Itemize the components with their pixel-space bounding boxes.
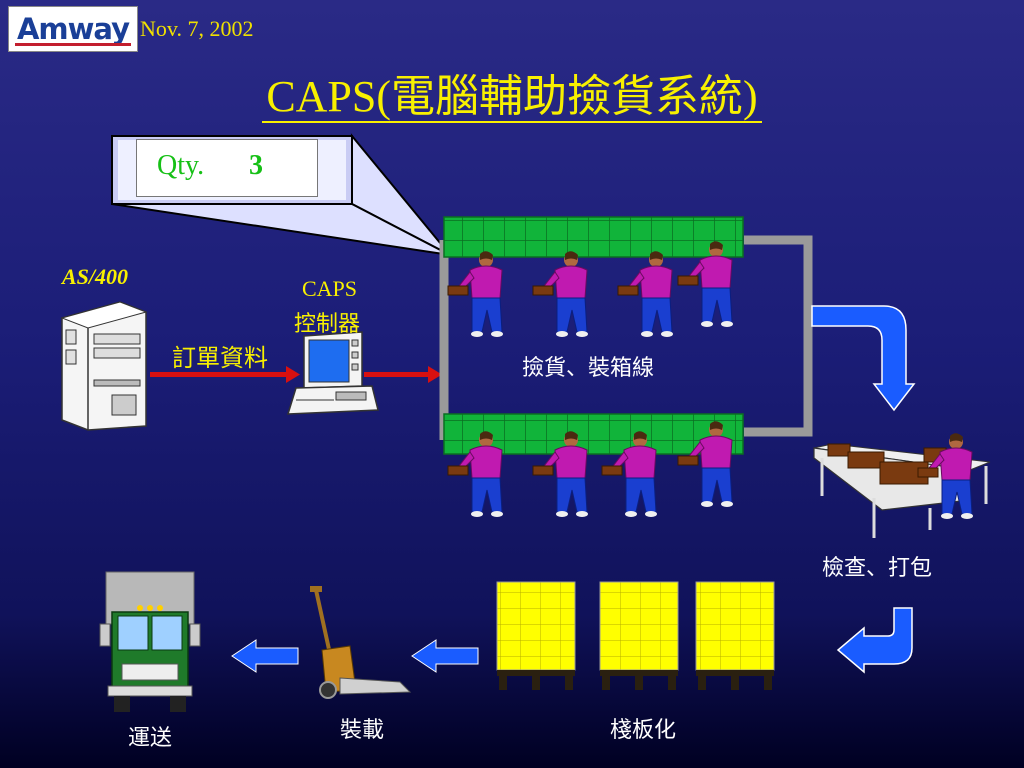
pallet-icon <box>599 581 679 690</box>
worker-icon <box>532 250 589 338</box>
computer-icon <box>286 331 379 415</box>
red-arrow-order <box>150 366 300 383</box>
pallet-icon <box>496 581 576 690</box>
palletize-label: 棧板化 <box>610 718 677 743</box>
caps-controller-label-1: CAPS <box>302 276 358 301</box>
pallet-icon <box>695 581 775 690</box>
worker-icon <box>617 250 674 338</box>
amway-logo: Amway <box>8 6 138 52</box>
qty-label: Qty. <box>157 150 205 181</box>
worker-icon <box>447 250 504 338</box>
red-arrow-to-line <box>364 366 442 383</box>
blue-arrow-down-icon <box>811 305 916 412</box>
blue-arrow-left-icon <box>836 607 913 674</box>
server-icon <box>60 301 148 431</box>
blue-arrow-left-icon <box>231 639 299 673</box>
qty-display: Qty. 3 <box>136 139 318 197</box>
picking-rack-upper <box>443 216 744 258</box>
loading-label: 裝載 <box>340 718 385 743</box>
worker-icon <box>917 432 974 520</box>
check-pack-label: 檢查、打包 <box>822 556 933 581</box>
truck-icon <box>99 571 201 712</box>
blue-arrow-left-icon <box>411 639 479 673</box>
delivery-label: 運送 <box>128 726 173 751</box>
pallet-jack-icon <box>310 586 412 699</box>
order-data-label: 訂單資料 <box>172 344 268 372</box>
caps-controller-label-2: 控制器 <box>294 312 361 337</box>
qty-value: 3 <box>249 150 263 181</box>
as400-label: AS/400 <box>62 264 129 289</box>
picking-line-label: 撿貨、裝箱線 <box>522 356 655 381</box>
slide-title-text: CAPS(電腦輔助撿貨系統) <box>262 72 762 123</box>
logo-underline <box>15 43 131 46</box>
slide-title: CAPS(電腦輔助撿貨系統) <box>0 60 1024 124</box>
conveyor-loop <box>439 235 813 440</box>
logo-text: Amway <box>16 12 130 46</box>
slide-date: Nov. 7, 2002 <box>140 16 254 41</box>
